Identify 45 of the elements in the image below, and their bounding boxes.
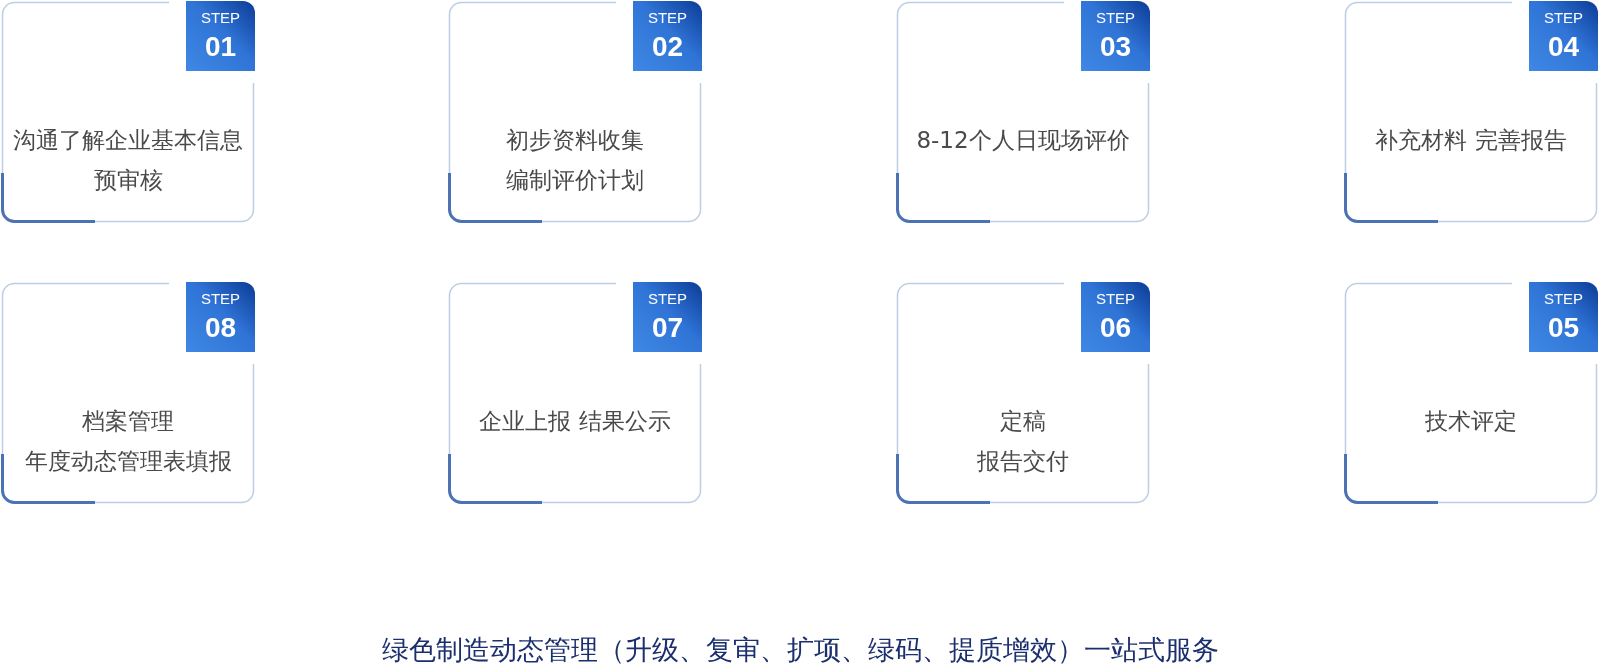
step-number: 02: [651, 32, 684, 62]
step-card: [896, 1, 1150, 223]
caption: 绿色制造动态管理（升级、复审、扩项、绿码、提质增效）一站式服务: [381, 633, 1219, 664]
step-text: 编制评价计划: [506, 166, 644, 195]
step-label: STEP: [1095, 290, 1136, 308]
step-card: [1344, 282, 1598, 504]
step-label: STEP: [647, 290, 688, 308]
step-label: STEP: [647, 9, 688, 27]
step-text: 沟通了解企业基本信息: [13, 126, 243, 155]
step-badge: [1529, 1, 1598, 71]
step-number: 01: [204, 32, 237, 62]
step-card: [448, 1, 702, 223]
step-card: [448, 282, 702, 504]
step-label: STEP: [1095, 9, 1136, 27]
step-number: 05: [1547, 313, 1580, 343]
step-text: 定稿: [1000, 407, 1046, 436]
step-text: 初步资料收集: [506, 126, 644, 155]
step-badge: [186, 1, 255, 71]
step-badge: [633, 282, 702, 352]
step-text: 补充材料 完善报告: [1375, 126, 1567, 155]
step-card: [1344, 1, 1598, 223]
step-label: STEP: [1543, 290, 1584, 308]
step-badge: [633, 1, 702, 71]
step-text: 技术评定: [1425, 407, 1517, 436]
step-text: 报告交付: [977, 447, 1069, 476]
step-badge: [1081, 282, 1150, 352]
step-number: 03: [1099, 32, 1132, 62]
step-number: 07: [651, 313, 684, 343]
step-number: 06: [1099, 313, 1132, 343]
step-badge: [1081, 1, 1150, 71]
step-card: [896, 282, 1150, 504]
step-number: 04: [1547, 32, 1580, 62]
step-text: 预审核: [93, 166, 163, 195]
step-label: STEP: [200, 290, 241, 308]
step-card: [1, 282, 255, 504]
step-badge: [1529, 282, 1598, 352]
step-text: 档案管理: [82, 407, 174, 436]
step-badge: [186, 282, 255, 352]
step-number: 08: [204, 313, 237, 343]
step-text: 8-12个人日现场评价: [916, 126, 1130, 155]
step-label: STEP: [1543, 9, 1584, 27]
step-label: STEP: [200, 9, 241, 27]
step-card: [1, 1, 255, 223]
step-text: 年度动态管理表填报: [24, 447, 232, 476]
step-text: 企业上报 结果公示: [479, 407, 671, 436]
